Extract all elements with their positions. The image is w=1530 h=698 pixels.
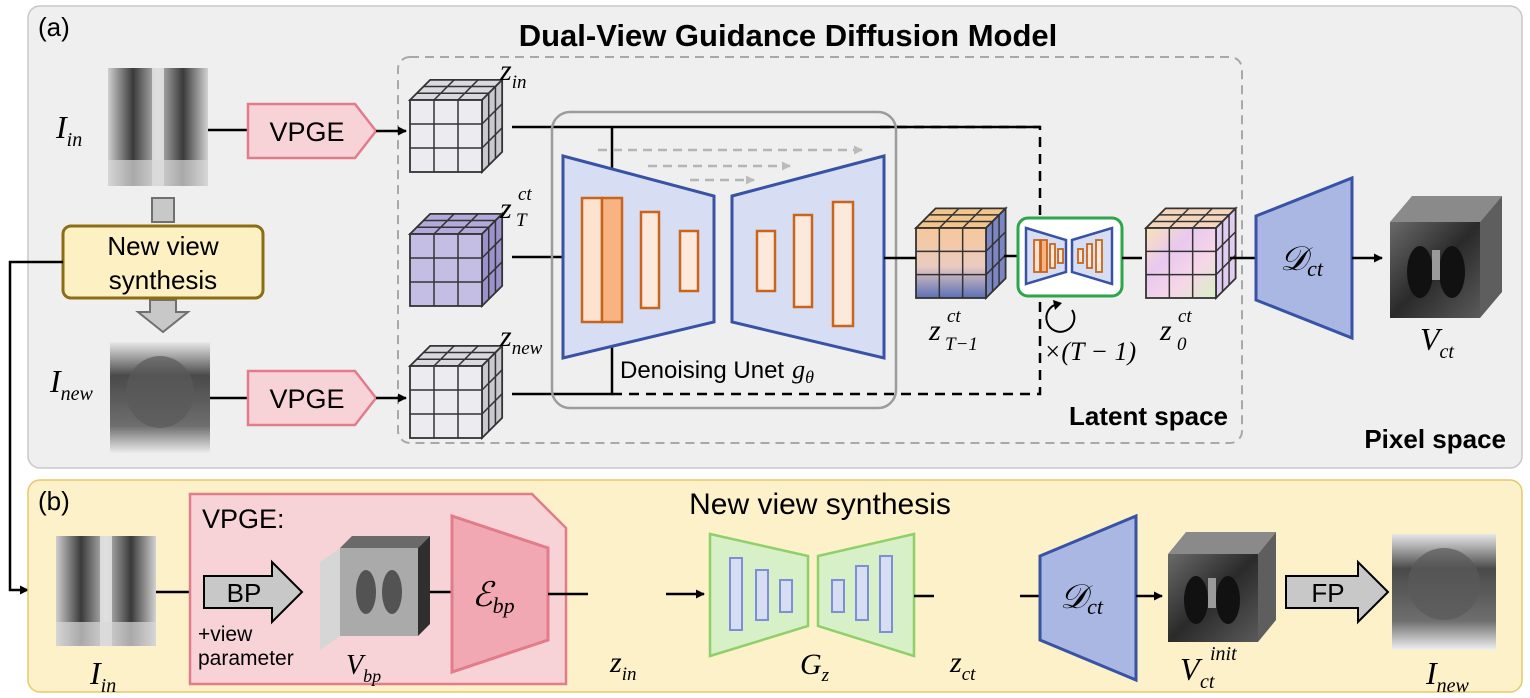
loop-block-4: [1057, 248, 1064, 264]
latent-space-label: Latent space: [1069, 401, 1228, 431]
repeat-arrowhead: [1053, 300, 1062, 310]
vpge-block-top: [246, 102, 378, 160]
z-in-label: zin: [499, 54, 526, 93]
volume-label-a: Vct: [1420, 321, 1454, 363]
cube-z-T-a: [407, 211, 505, 309]
new-view-box-line2: synthesis: [109, 265, 217, 295]
new-image-label: Inew: [49, 363, 94, 405]
znew-dashed-to-loop: [612, 277, 1045, 396]
gen-block-1: [729, 557, 743, 631]
encoder-bp-label: ℰbp: [472, 577, 515, 618]
gen-block-3: [779, 579, 793, 613]
fp-label: FP: [1311, 578, 1344, 608]
repeat-circular-arrow: [1045, 303, 1076, 333]
bp-label: BP: [227, 578, 262, 608]
decoder-ct-block-a: [1254, 175, 1354, 341]
bp-arrow: [203, 559, 304, 625]
unet-container: [550, 110, 898, 410]
ct-volume-init: [1168, 532, 1276, 642]
input-xray-image-b: [56, 536, 156, 646]
input-image-label-b: Iin: [89, 655, 116, 697]
generator-label: Gz: [800, 648, 830, 686]
output-image-label: Inew: [1425, 655, 1470, 697]
view-param-line2: parameter: [198, 647, 294, 670]
unet-block-enc-1: [580, 196, 604, 324]
down-arrow-bottom: [135, 299, 191, 334]
decoder-ct-block-b: [1038, 513, 1138, 683]
panel-a-label: (a): [38, 12, 70, 42]
fp-arrow: [1285, 559, 1390, 625]
loop-block-7: [1095, 239, 1103, 273]
down-arrow-top: [151, 197, 175, 223]
ct-volume-a: [1390, 196, 1502, 318]
v-bp-label: Vbp: [346, 650, 381, 686]
loop-block-2: [1040, 239, 1048, 273]
output-xray-image: [1392, 534, 1496, 650]
gen-block-4: [831, 579, 845, 613]
encoder-bp-block: [450, 513, 550, 675]
cube-z-T1-a: [913, 206, 1008, 301]
unet-block-enc-2: [600, 196, 624, 324]
z-ct-label-b: zct: [949, 646, 976, 685]
gen-block-6: [879, 555, 893, 633]
cube-z-0-a: [1143, 206, 1238, 301]
unet-block-dec-3: [831, 200, 855, 328]
zin-dashed-to-loop: [880, 125, 1045, 233]
vpge-block-bottom: [246, 369, 378, 427]
gen-block-5: [855, 565, 869, 621]
vpge-top-label: VPGE: [269, 117, 344, 147]
loop-block-5: [1077, 248, 1084, 264]
input-xray-image: [108, 68, 208, 186]
feedback-connector: [8, 260, 63, 595]
new-view-box-line1: New view: [107, 231, 218, 261]
gen-block-2: [755, 569, 769, 621]
unet-block-dec-2: [792, 213, 814, 309]
unet-block-enc-4: [678, 229, 700, 293]
loop-block-6: [1086, 243, 1093, 269]
z-in-label-b: zin: [609, 646, 636, 685]
new-xray-image: [110, 342, 210, 454]
panel-b-title: New view synthesis: [689, 488, 951, 521]
vpge-region-label: VPGE:: [202, 504, 285, 534]
repeat-label: ×(T − 1): [1044, 337, 1136, 366]
unet-block-enc-3: [639, 210, 661, 310]
panel-b-label: (b): [38, 486, 70, 516]
bp-volume: [320, 536, 430, 650]
input-image-label: Iin: [55, 109, 82, 151]
cube-z-in-a: [407, 77, 505, 175]
diagram-title: Dual-View Guidance Diffusion Model: [519, 18, 1058, 53]
vpge-bottom-label: VPGE: [269, 384, 344, 414]
cube-z-new-a: [407, 343, 505, 441]
z-new-label: znew: [499, 320, 543, 359]
unet-block-dec-1: [755, 229, 777, 293]
view-param-line1: +view: [198, 623, 253, 646]
latent-space-region: [397, 56, 1243, 444]
loop-block-3: [1049, 243, 1056, 269]
loop-block-1: [1033, 239, 1041, 273]
pixel-space-label: Pixel space: [1364, 424, 1506, 454]
